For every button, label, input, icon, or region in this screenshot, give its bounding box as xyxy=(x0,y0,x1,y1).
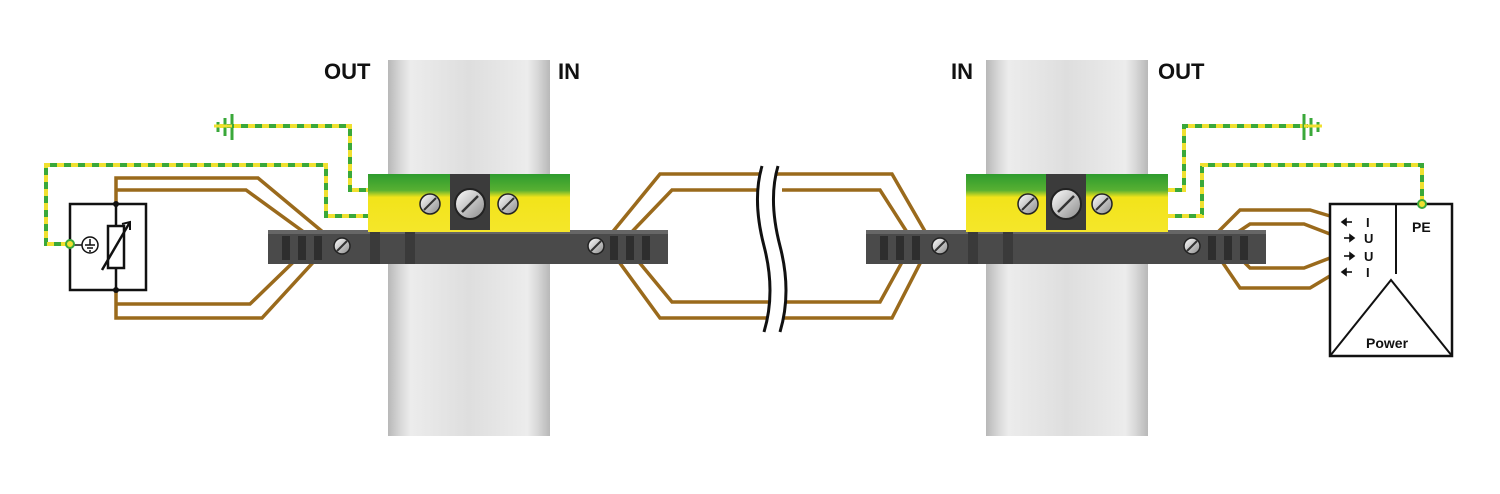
terminal-block-left xyxy=(268,230,668,264)
screw-icon xyxy=(333,237,351,255)
earth-clamp-right xyxy=(966,174,1168,232)
terminal-teeth xyxy=(880,236,1248,260)
power-unit xyxy=(1328,202,1454,358)
ground-symbol-icon xyxy=(81,236,99,254)
left-in-label: IN xyxy=(558,59,580,84)
signal-letter-4: I xyxy=(1366,265,1370,280)
cable-break-symbol xyxy=(756,165,788,333)
signal-letter-2: U xyxy=(1364,231,1373,246)
variable-resistor-icon xyxy=(100,201,132,293)
signal-letter-1: I xyxy=(1366,215,1370,230)
screw-icon xyxy=(1183,237,1201,255)
earth-clamp-left xyxy=(368,174,570,232)
power-label: Power xyxy=(1366,335,1409,351)
screw-icon xyxy=(931,237,949,255)
ground-symbol-icon xyxy=(214,114,234,140)
right-in-label: IN xyxy=(951,59,973,84)
ground-symbol-icon xyxy=(1302,114,1322,140)
earth-terminal-icon xyxy=(65,239,75,249)
screw-icon xyxy=(587,237,605,255)
pe-label: PE xyxy=(1412,219,1431,235)
sensor-box xyxy=(68,201,148,293)
signal-wires xyxy=(114,172,1331,320)
earth-terminal-icon xyxy=(1417,199,1427,209)
left-out-label: OUT xyxy=(324,59,371,84)
terminal-block-right xyxy=(866,230,1266,264)
signal-letter-3: U xyxy=(1364,249,1373,264)
terminal-teeth xyxy=(282,236,650,260)
earth-wires xyxy=(44,124,1424,246)
signal-arrows xyxy=(1340,217,1356,277)
right-out-label: OUT xyxy=(1158,59,1205,84)
